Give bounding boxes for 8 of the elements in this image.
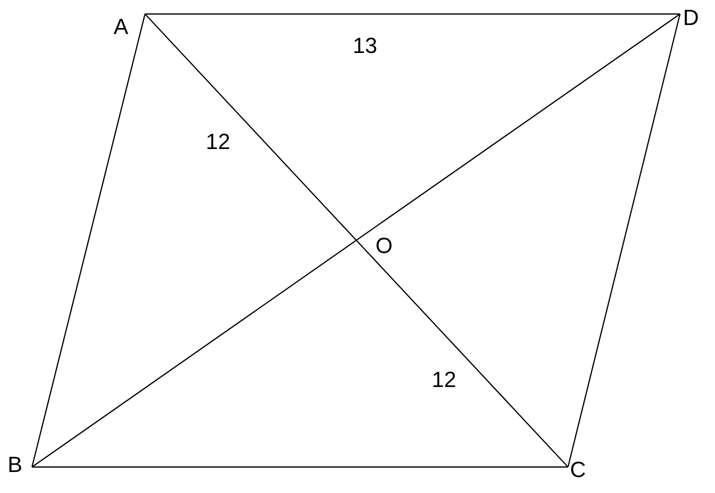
vertex-label: D bbox=[683, 7, 699, 29]
point-label: O bbox=[375, 235, 393, 257]
vertex-label: C bbox=[570, 459, 586, 481]
vertex-label: A bbox=[114, 16, 128, 38]
length-label: 13 bbox=[352, 35, 378, 57]
length-label: 12 bbox=[432, 369, 456, 391]
length-label: 12 bbox=[206, 131, 230, 153]
vertex-label: B bbox=[8, 454, 22, 476]
